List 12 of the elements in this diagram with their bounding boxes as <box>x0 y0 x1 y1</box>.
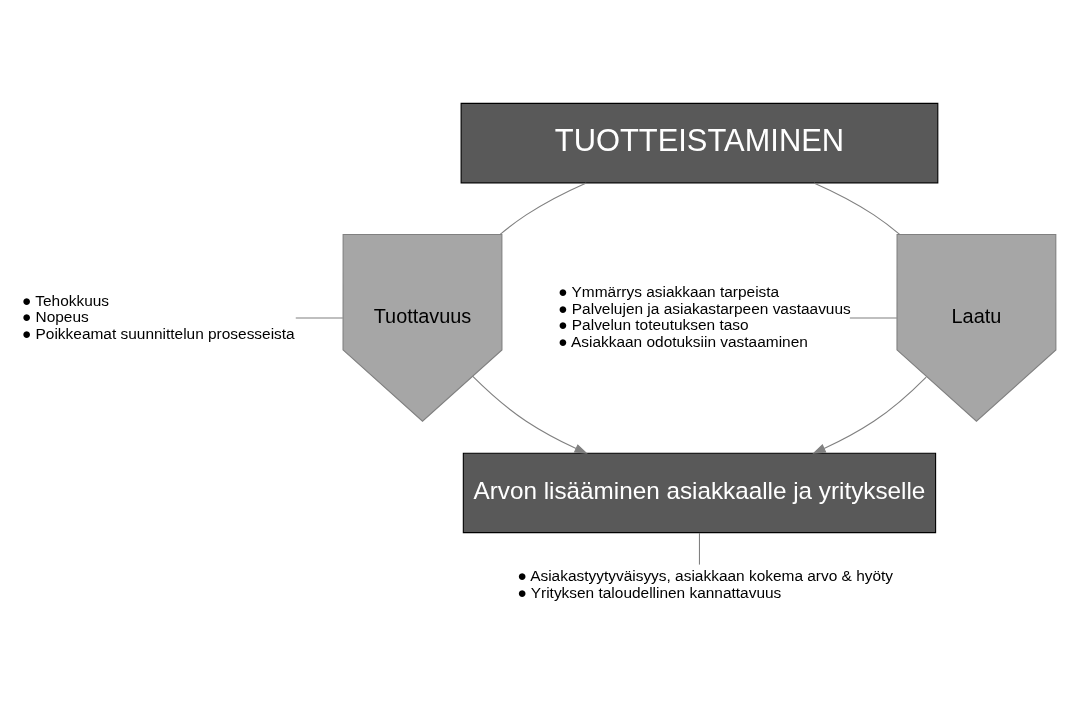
connector <box>849 317 898 319</box>
connector <box>813 182 901 235</box>
node-text: ● Asiakastyytyväisyys, asiakkaan kokema arvo & hyöty ● Yrityksen taloudellinen kannattavuus <box>517 567 894 601</box>
arrow <box>812 376 927 454</box>
node-text: ● Ymmärrys asiakkaan tarpeista ● Palvelujen ja asiakastarpeen vastaavuus ● Palvelun toteutuksen taso ● Asiakkaan odotuksiin vastaaminen <box>558 283 851 350</box>
node-text: ● Tehokkuus ● Nopeus ● Poikkeamat suunnittelun prosesseista <box>21 291 295 342</box>
connector <box>295 317 344 319</box>
connector <box>698 532 700 566</box>
node-box: Arvon lisääminen asiakkaalle ja yritykselle <box>462 452 937 534</box>
arrow <box>472 375 588 454</box>
node-box: TUOTTEISTAMINEN <box>460 102 939 184</box>
connector <box>499 182 587 235</box>
